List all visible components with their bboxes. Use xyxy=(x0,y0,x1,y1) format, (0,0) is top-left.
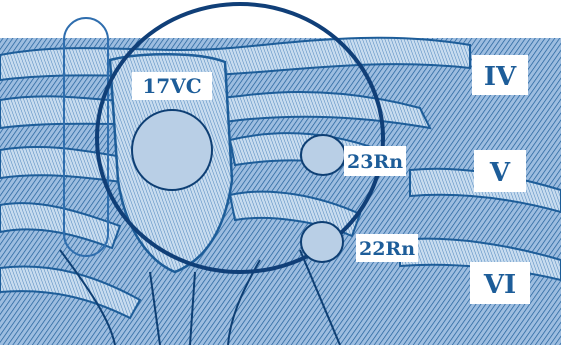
rib-numeral-v: V xyxy=(474,150,526,192)
acupoint-17vc: 17VC xyxy=(132,72,212,190)
rib-numeral-iv: IV xyxy=(472,55,528,95)
rib-numeral-v-text: V xyxy=(489,158,511,188)
rib-numeral-vi-text: VI xyxy=(483,270,516,300)
rib-numeral-iv-text: IV xyxy=(484,62,517,92)
rib-numeral-vi: VI xyxy=(470,262,530,304)
acupoint-17vc-label: 17VC xyxy=(142,74,201,98)
acupoint-23rn-label: 23Rn xyxy=(347,151,403,173)
acupoint-22rn-label: 22Rn xyxy=(359,238,415,260)
